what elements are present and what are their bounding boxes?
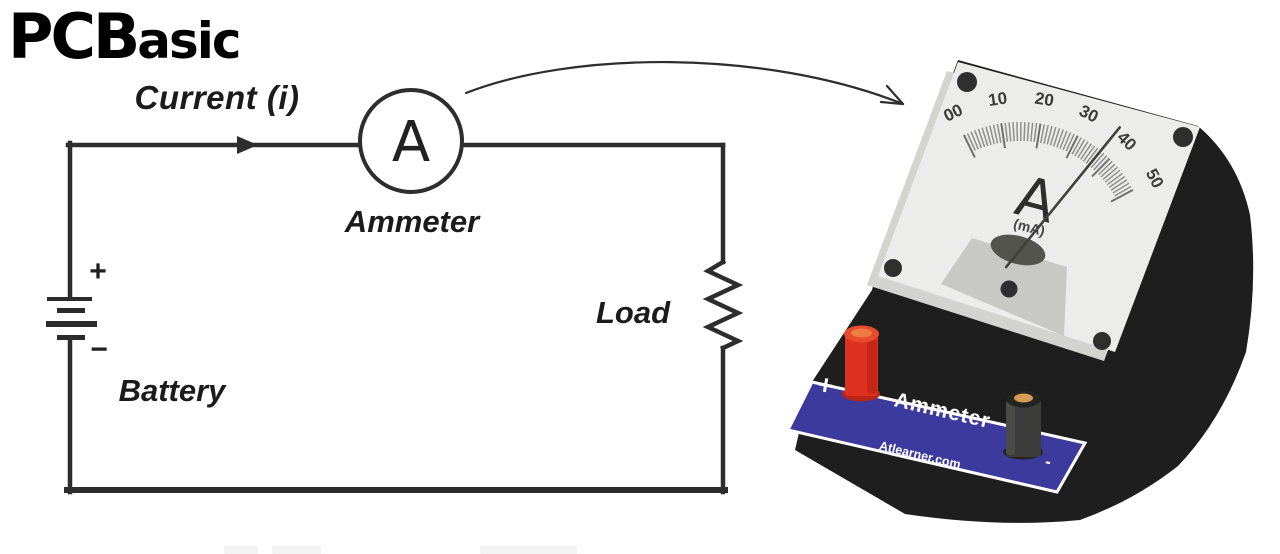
ammeter-label: Ammeter	[344, 204, 480, 239]
scale-tick	[992, 124, 999, 144]
battery-minus-sign: −	[90, 333, 108, 366]
logo-part-pcb: PCB	[8, 0, 140, 73]
scale-tick	[985, 126, 992, 146]
scale-tick	[974, 130, 983, 149]
scale-tick	[1110, 179, 1128, 191]
scale-tick	[1012, 122, 1015, 142]
battery-plate-short-2	[57, 335, 85, 340]
scale-tick	[1043, 124, 1049, 144]
current-arrowhead	[237, 136, 258, 154]
scale-tick	[1077, 141, 1089, 159]
black-terminal-top-inner	[1014, 393, 1033, 403]
screw-icon	[1000, 280, 1018, 298]
load-resistor-symbol	[702, 258, 744, 351]
cutoff-text-remnant	[480, 546, 577, 554]
meter-unit-note: (mA)	[1012, 215, 1047, 239]
screw-icon	[1093, 332, 1111, 350]
load-label: Load	[595, 295, 671, 330]
scale-tick	[981, 127, 989, 147]
front-panel	[785, 380, 1088, 494]
screw-icon	[1173, 127, 1193, 147]
scale-tick	[1082, 145, 1096, 162]
circuit-schematic	[46, 61, 905, 495]
battery-label: Battery	[118, 373, 226, 408]
scale-tick	[1035, 123, 1042, 149]
scale-tick	[1000, 123, 1006, 149]
scale-tick	[1065, 133, 1075, 152]
screw-icon	[957, 72, 977, 92]
scale-tick	[1085, 147, 1099, 164]
scale-tick	[1074, 139, 1086, 157]
logo-part-asic: asic	[137, 12, 241, 70]
scale-tick	[962, 134, 976, 158]
red-terminal	[842, 325, 880, 402]
cutoff-text-remnant	[224, 546, 258, 554]
scale-tick	[1100, 163, 1116, 178]
scale-tick	[1023, 122, 1026, 142]
scale-tick	[1052, 128, 1061, 147]
scale-tick	[1091, 157, 1111, 178]
meter-needle	[1004, 126, 1121, 269]
scale-tick	[1104, 169, 1121, 183]
pivot-hub	[990, 234, 1046, 266]
scale-number-20: 20	[1034, 89, 1056, 111]
battery-plate-long-top	[47, 297, 92, 301]
ammeter-circle-symbol	[358, 88, 464, 194]
scale-tick	[1056, 129, 1064, 148]
scale-tick	[996, 123, 1002, 143]
scale-tick	[970, 131, 980, 150]
scale-tick	[1062, 132, 1072, 151]
battery-symbol	[46, 297, 97, 340]
scale-tick	[1093, 155, 1108, 171]
annotation-arrow-curve	[464, 61, 905, 106]
scale-tick	[1071, 137, 1082, 155]
scale-number-10: 10	[987, 88, 1008, 110]
red-terminal-shade	[867, 336, 877, 394]
current-label: Current (i)	[134, 79, 300, 116]
battery-plate-short-1	[57, 308, 85, 313]
scale-tick	[1112, 182, 1130, 194]
scale-tick	[1080, 143, 1092, 160]
screw-icon	[884, 259, 902, 277]
scale-tick	[1030, 122, 1034, 142]
scale-tick	[977, 128, 986, 148]
red-terminal-top-inner	[851, 328, 872, 338]
black-terminal-highlight	[1006, 401, 1015, 455]
panel-plus-sign: +	[815, 369, 836, 401]
scale-tick	[1065, 135, 1079, 159]
black-terminal	[1003, 390, 1043, 460]
scale-tick	[1008, 122, 1012, 142]
ammeter-symbol-letter: A	[391, 110, 431, 176]
scale-tick	[1110, 189, 1134, 203]
scale-tick	[966, 132, 976, 151]
meter-scale-ticks	[962, 121, 1134, 203]
scale-tick	[1090, 152, 1105, 169]
annotation-arrowhead	[879, 84, 905, 106]
panel-minus-sign: -	[1043, 452, 1052, 472]
scale-tick	[988, 125, 995, 145]
face-screws	[884, 72, 1193, 350]
scale-tick	[1059, 130, 1068, 149]
scale-tick	[1106, 172, 1123, 186]
scale-tick	[1039, 124, 1046, 144]
scale-tick	[1026, 122, 1030, 142]
scale-tick	[1108, 175, 1126, 189]
scale-tick	[1098, 160, 1113, 176]
meter-needle-group	[1004, 126, 1121, 269]
battery-plus-sign: +	[89, 255, 107, 288]
cutoff-text-remnant	[272, 546, 321, 554]
battery-plate-long-bottom	[46, 321, 97, 327]
scale-tick	[1102, 166, 1119, 181]
scale-tick	[1114, 185, 1132, 197]
scale-tick	[1049, 126, 1057, 146]
scale-tick	[1004, 122, 1009, 142]
scale-tick	[1033, 122, 1038, 143]
scale-tick	[1046, 125, 1053, 145]
pcbasic-logo: PCBasic	[8, 6, 241, 82]
